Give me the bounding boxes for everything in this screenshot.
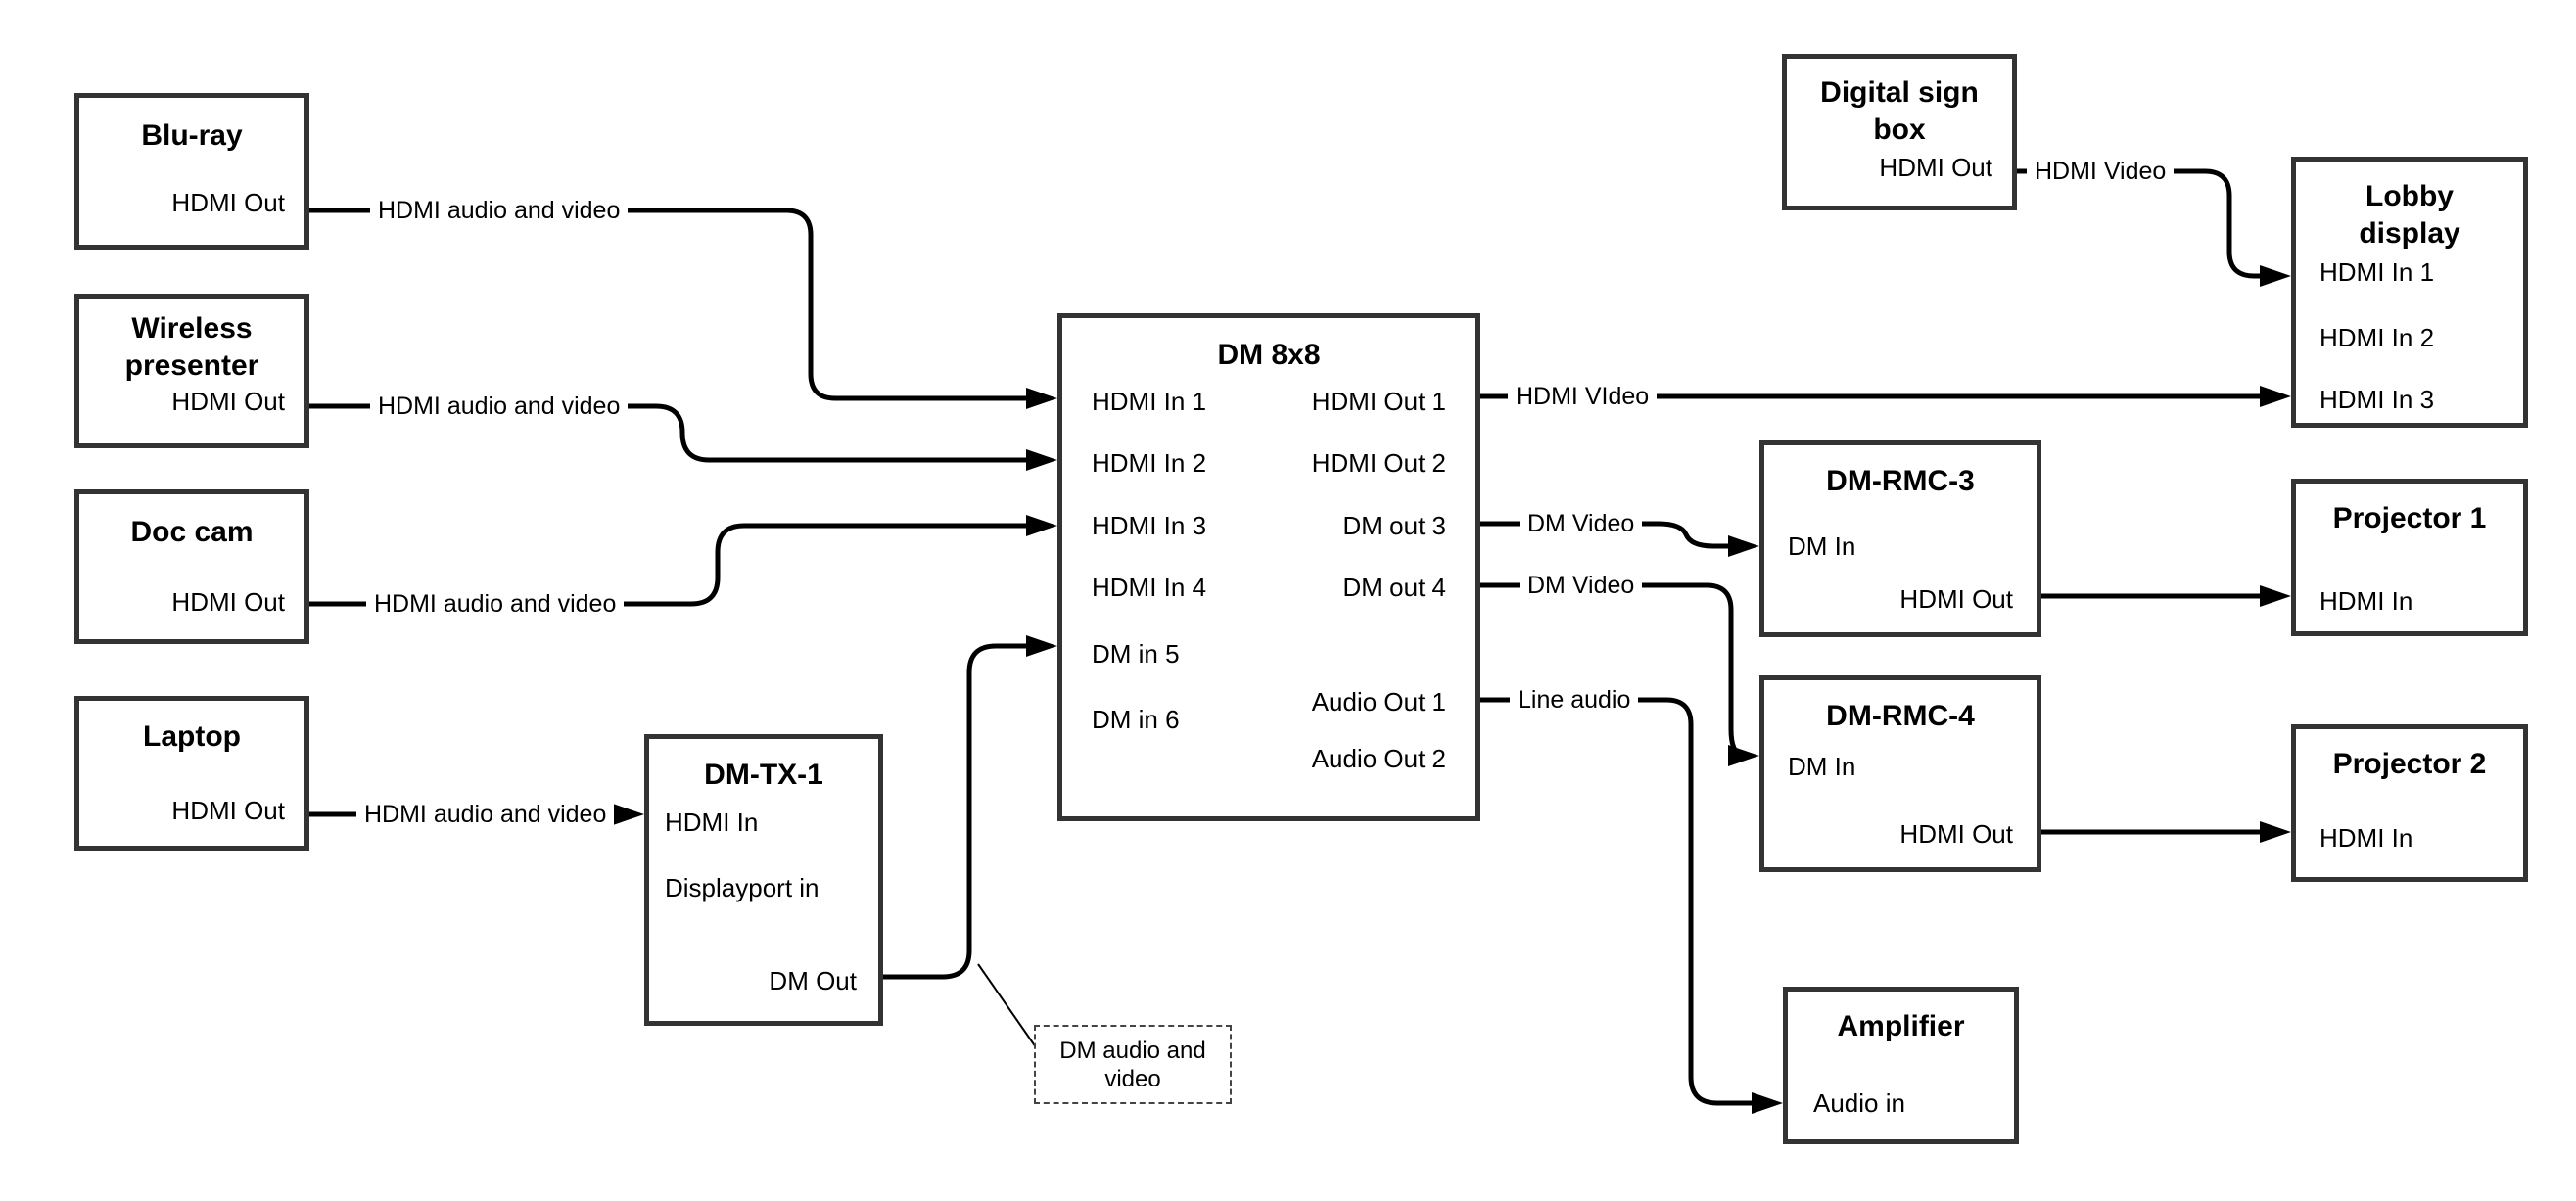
node-projector-2: Projector 2 HDMI In xyxy=(2291,724,2528,882)
wire-label-bluray-feed: HDMI audio and video xyxy=(370,196,629,225)
node-wireless-presenter: Wireless presenter HDMI Out xyxy=(74,294,309,448)
port-rmc4-dm-in: DM In xyxy=(1788,752,1856,781)
arrowhead-rmc3-dm-in xyxy=(1728,535,1759,557)
arrowhead-dm8x8-in5 xyxy=(1026,635,1057,657)
node-bluray-title: Blu-ray xyxy=(141,119,243,152)
wire-label-wireless-feed: HDMI audio and video xyxy=(370,392,629,421)
wire-bluray-to-dm8x8 xyxy=(309,208,1032,401)
node-projector-1: Projector 1 HDMI In xyxy=(2291,479,2528,636)
port-dmtx1-hdmi-in: HDMI In xyxy=(665,808,759,837)
port-dm8x8-hdmi-out-1: HDMI Out 1 xyxy=(1311,387,1446,416)
wire-label-audio-out1: Line audio xyxy=(1510,685,1639,715)
node-laptop: Laptop HDMI Out xyxy=(74,696,309,851)
port-dm8x8-dm-in-5: DM in 5 xyxy=(1092,639,1180,669)
wire-label-hdmi-out1: HDMI VIdeo xyxy=(1508,382,1658,411)
node-bluray: Blu-ray HDMI Out xyxy=(74,93,309,250)
annotation-dm-audio-video: DM audio and video xyxy=(1034,1025,1232,1104)
port-dm8x8-hdmi-in-4: HDMI In 4 xyxy=(1092,573,1207,602)
node-digital-sign-title: Digital sign box xyxy=(1820,76,1979,146)
port-dm8x8-hdmi-in-1: HDMI In 1 xyxy=(1092,387,1207,416)
port-dmtx1-displayport-in: Displayport in xyxy=(665,873,820,902)
node-dm-8x8: DM 8x8 HDMI In 1 HDMI In 2 HDMI In 3 HDM… xyxy=(1057,313,1480,821)
arrowhead-amplifier-audio-in xyxy=(1752,1092,1783,1114)
arrowhead-rmc4-dm-in xyxy=(1728,745,1759,766)
port-projector2-hdmi-in: HDMI In xyxy=(2319,823,2413,853)
wire-label-dm-out3: DM Video xyxy=(1520,509,1643,538)
node-amplifier-title: Amplifier xyxy=(1837,1010,1965,1042)
port-rmc3-dm-in: DM In xyxy=(1788,531,1856,561)
arrowhead-projector2-hdmi-in xyxy=(2260,821,2291,843)
node-laptop-title: Laptop xyxy=(143,720,241,753)
arrowhead-dm8x8-in1 xyxy=(1026,388,1057,409)
node-projector-2-title: Projector 2 xyxy=(2332,748,2487,780)
arrowhead-lobby-in3 xyxy=(2260,386,2291,407)
wire-label-doccam-feed: HDMI audio and video xyxy=(366,589,625,619)
port-doccam-hdmi-out: HDMI Out xyxy=(171,587,285,617)
node-amplifier: Amplifier Audio in xyxy=(1783,987,2019,1144)
port-dm8x8-hdmi-out-2: HDMI Out 2 xyxy=(1311,448,1446,478)
port-digitalsign-hdmi-out: HDMI Out xyxy=(1879,153,1992,182)
port-amplifier-audio-in: Audio in xyxy=(1813,1088,1905,1118)
wire-dmout4-to-rmc4 xyxy=(1480,582,1746,759)
node-doc-cam-title: Doc cam xyxy=(130,516,254,548)
node-wireless-title: Wireless presenter xyxy=(124,312,259,382)
node-projector-1-title: Projector 1 xyxy=(2332,502,2487,534)
node-lobby-title: Lobby display xyxy=(2359,180,2460,250)
port-dm8x8-hdmi-in-2: HDMI In 2 xyxy=(1092,448,1207,478)
arrowhead-projector1-hdmi-in xyxy=(2260,585,2291,607)
node-dm-rmc-3: DM-RMC-3 DM In HDMI Out xyxy=(1759,440,2041,637)
port-dmtx1-dm-out: DM Out xyxy=(769,966,857,995)
port-dm8x8-dm-in-6: DM in 6 xyxy=(1092,705,1180,734)
arrowhead-lobby-in1 xyxy=(2260,265,2291,287)
port-rmc4-hdmi-out: HDMI Out xyxy=(1899,819,2013,849)
wire-audioout1-to-amplifier xyxy=(1480,697,1757,1106)
wire-label-laptop-feed: HDMI audio and video xyxy=(356,800,615,829)
port-lobby-hdmi-in-1: HDMI In 1 xyxy=(2319,257,2435,287)
arrowhead-dmtx1-hdmi-in xyxy=(613,804,644,825)
node-dm-rmc-4: DM-RMC-4 DM In HDMI Out xyxy=(1759,675,2041,872)
node-digital-sign-box: Digital sign box HDMI Out xyxy=(1782,54,2017,210)
port-dm8x8-dm-out-3: DM out 3 xyxy=(1342,511,1447,540)
node-dm-rmc-3-title: DM-RMC-3 xyxy=(1826,465,1975,497)
node-lobby-display: Lobby display HDMI In 1 HDMI In 2 HDMI I… xyxy=(2291,157,2528,428)
arrowhead-dm8x8-in3 xyxy=(1026,515,1057,536)
wire-digitalsign-to-lobby xyxy=(2017,168,2266,279)
node-dm-tx-1-title: DM-TX-1 xyxy=(704,759,823,791)
node-dm-tx-1: DM-TX-1 HDMI In Displayport in DM Out xyxy=(644,734,883,1026)
port-dm8x8-audio-out-2: Audio Out 2 xyxy=(1311,744,1446,773)
annotation-leader-line xyxy=(977,963,1037,1048)
port-dm8x8-audio-out-1: Audio Out 1 xyxy=(1311,687,1446,716)
port-dm8x8-dm-out-4: DM out 4 xyxy=(1342,573,1447,602)
port-lobby-hdmi-in-2: HDMI In 2 xyxy=(2319,323,2435,352)
wire-label-digitalsign-feed: HDMI Video xyxy=(2027,157,2175,186)
wire-label-dm-out4: DM Video xyxy=(1520,571,1643,600)
port-projector1-hdmi-in: HDMI In xyxy=(2319,586,2413,616)
node-dm-8x8-title: DM 8x8 xyxy=(1217,339,1321,371)
port-wireless-hdmi-out: HDMI Out xyxy=(171,387,285,416)
node-dm-rmc-4-title: DM-RMC-4 xyxy=(1826,700,1975,732)
port-bluray-hdmi-out: HDMI Out xyxy=(171,188,285,217)
port-rmc3-hdmi-out: HDMI Out xyxy=(1899,584,2013,614)
wire-dmtx1-to-dm8x8 xyxy=(883,643,1032,980)
port-lobby-hdmi-in-3: HDMI In 3 xyxy=(2319,385,2435,414)
node-doc-cam: Doc cam HDMI Out xyxy=(74,489,309,644)
port-laptop-hdmi-out: HDMI Out xyxy=(171,796,285,825)
arrowhead-dm8x8-in2 xyxy=(1026,449,1057,471)
port-dm8x8-hdmi-in-3: HDMI In 3 xyxy=(1092,511,1207,540)
